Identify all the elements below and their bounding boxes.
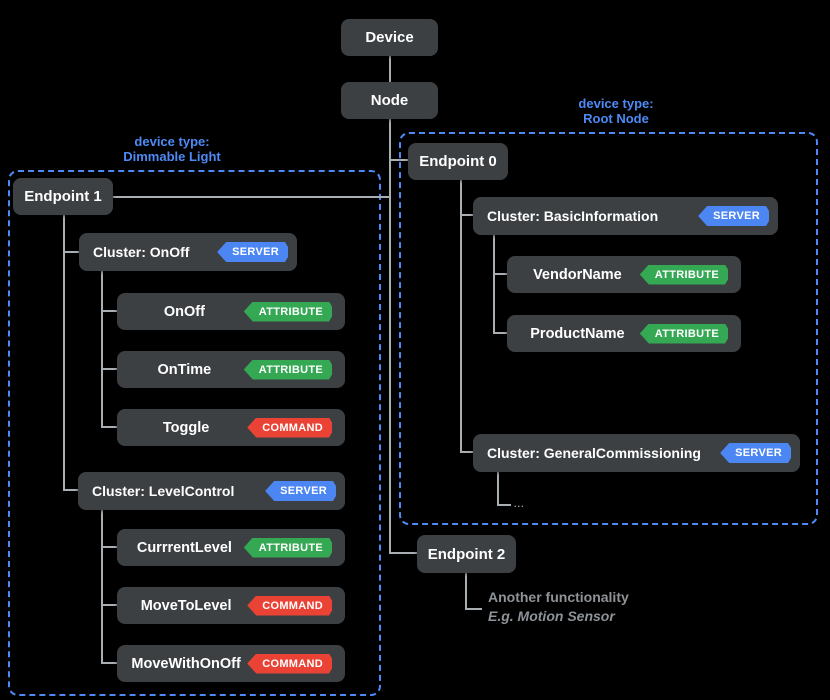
- connector-to-endpoint0: [389, 159, 408, 161]
- connector-cluster-onoff-trunk: [101, 270, 103, 428]
- connector-trunk: [389, 119, 391, 554]
- connector-to-movetolevel: [101, 604, 117, 606]
- connector-to-generalcommissioning: [460, 451, 473, 453]
- command-badge: COMMAND: [247, 418, 332, 438]
- attribute-badge: ATTRIBUTE: [640, 324, 728, 344]
- connector-endpoint1-trunk: [63, 215, 65, 491]
- cluster-levelcontrol-label: Cluster: LevelControl: [92, 483, 235, 499]
- node-endpoint0: Endpoint 0: [408, 143, 508, 180]
- device-type-label-root-node: device type: Root Node: [491, 96, 741, 126]
- endpoint2-note: Another functionality E.g. Motion Sensor: [488, 588, 629, 626]
- connector-to-ontime: [101, 368, 117, 370]
- connector-to-basicinformation: [460, 214, 473, 216]
- node-cluster-levelcontrol: Cluster: LevelControl SERVER: [78, 472, 345, 510]
- attribute-vendorname-label: VendorName: [533, 266, 622, 283]
- ellipsis-more-items: ...: [514, 499, 525, 509]
- attribute-onoff-label: OnOff: [163, 303, 205, 320]
- node-command-toggle: Toggle COMMAND: [117, 409, 345, 446]
- node-endpoint2-label: Endpoint 2: [427, 545, 506, 563]
- command-movetolevel-label: MoveToLevel: [140, 597, 232, 614]
- connector-to-movewithonoff: [101, 662, 117, 664]
- node-command-movewithonoff: MoveWithOnOff COMMAND: [117, 645, 345, 682]
- device-type-prefix: device type:: [578, 96, 654, 111]
- device-type-label-dimmable-light: device type: Dimmable Light: [47, 134, 297, 164]
- command-badge: COMMAND: [247, 654, 332, 674]
- attribute-currrentlevel-label: CurrrentLevel: [136, 539, 232, 556]
- cluster-basicinformation-label: Cluster: BasicInformation: [487, 208, 659, 224]
- node-device: Device: [341, 19, 438, 56]
- connector-generalcommissioning-elbow: [497, 504, 511, 506]
- connector-basicinformation-trunk: [493, 234, 495, 334]
- connector-endpoint2-down: [465, 573, 467, 610]
- endpoint2-note-line1: Another functionality: [488, 589, 629, 605]
- node-node-label: Node: [370, 92, 409, 109]
- connector-to-currrentlevel: [101, 546, 117, 548]
- connector-to-endpoint2: [389, 552, 417, 554]
- node-node: Node: [341, 82, 438, 119]
- endpoint2-note-line2: E.g. Motion Sensor: [488, 608, 615, 624]
- node-endpoint1: Endpoint 1: [13, 178, 113, 215]
- server-badge: SERVER: [698, 206, 769, 226]
- node-endpoint0-label: Endpoint 0: [419, 153, 497, 170]
- connector-to-endpoint1: [113, 196, 391, 198]
- connector-endpoint0-trunk: [460, 180, 462, 453]
- node-attribute-onoff: OnOff ATTRIBUTE: [117, 293, 345, 330]
- node-device-label: Device: [365, 29, 414, 46]
- server-badge: SERVER: [720, 443, 791, 463]
- command-badge: COMMAND: [247, 596, 332, 616]
- connector-to-onoff: [101, 310, 117, 312]
- connector-to-cluster-onoff: [63, 251, 79, 253]
- attribute-badge: ATTRIBUTE: [244, 360, 332, 380]
- command-movewithonoff-label: MoveWithOnOff: [131, 655, 241, 672]
- node-endpoint1-label: Endpoint 1: [24, 188, 102, 205]
- connector-to-cluster-levelcontrol: [63, 489, 78, 491]
- connector-to-productname: [493, 332, 507, 334]
- server-badge: SERVER: [217, 242, 288, 262]
- node-cluster-basicinformation: Cluster: BasicInformation SERVER: [473, 197, 778, 235]
- node-attribute-currrentlevel: CurrrentLevel ATTRIBUTE: [117, 529, 345, 566]
- command-toggle-label: Toggle: [162, 419, 210, 436]
- node-cluster-onoff: Cluster: OnOff SERVER: [79, 233, 297, 271]
- connector-generalcommissioning-down: [497, 471, 499, 506]
- node-attribute-productname: ProductName ATTRIBUTE: [507, 315, 741, 352]
- server-badge: SERVER: [265, 481, 336, 501]
- cluster-onoff-label: Cluster: OnOff: [93, 244, 190, 260]
- attribute-ontime-label: OnTime: [157, 361, 212, 378]
- connector-device-node: [389, 56, 391, 82]
- attribute-productname-label: ProductName: [530, 325, 625, 342]
- device-type-value: Root Node: [583, 111, 649, 126]
- device-type-prefix: device type:: [134, 134, 210, 149]
- attribute-badge: ATTRIBUTE: [244, 538, 332, 558]
- node-attribute-ontime: OnTime ATTRIBUTE: [117, 351, 345, 388]
- connector-endpoint2-elbow: [465, 608, 482, 610]
- device-type-value: Dimmable Light: [123, 149, 221, 164]
- attribute-badge: ATTRIBUTE: [244, 302, 332, 322]
- connector-to-toggle: [101, 426, 117, 428]
- node-command-movetolevel: MoveToLevel COMMAND: [117, 587, 345, 624]
- node-cluster-generalcommissioning: Cluster: GeneralCommissioning SERVER: [473, 434, 800, 472]
- node-attribute-vendorname: VendorName ATTRIBUTE: [507, 256, 741, 293]
- connector-cluster-levelcontrol-trunk: [101, 510, 103, 664]
- node-endpoint2: Endpoint 2: [417, 535, 516, 573]
- root-node-group-border: [399, 132, 818, 525]
- dimmable-light-group-border: [8, 170, 381, 696]
- connector-to-vendorname: [493, 273, 507, 275]
- cluster-generalcommissioning-label: Cluster: GeneralCommissioning: [487, 445, 701, 461]
- attribute-badge: ATTRIBUTE: [640, 265, 728, 285]
